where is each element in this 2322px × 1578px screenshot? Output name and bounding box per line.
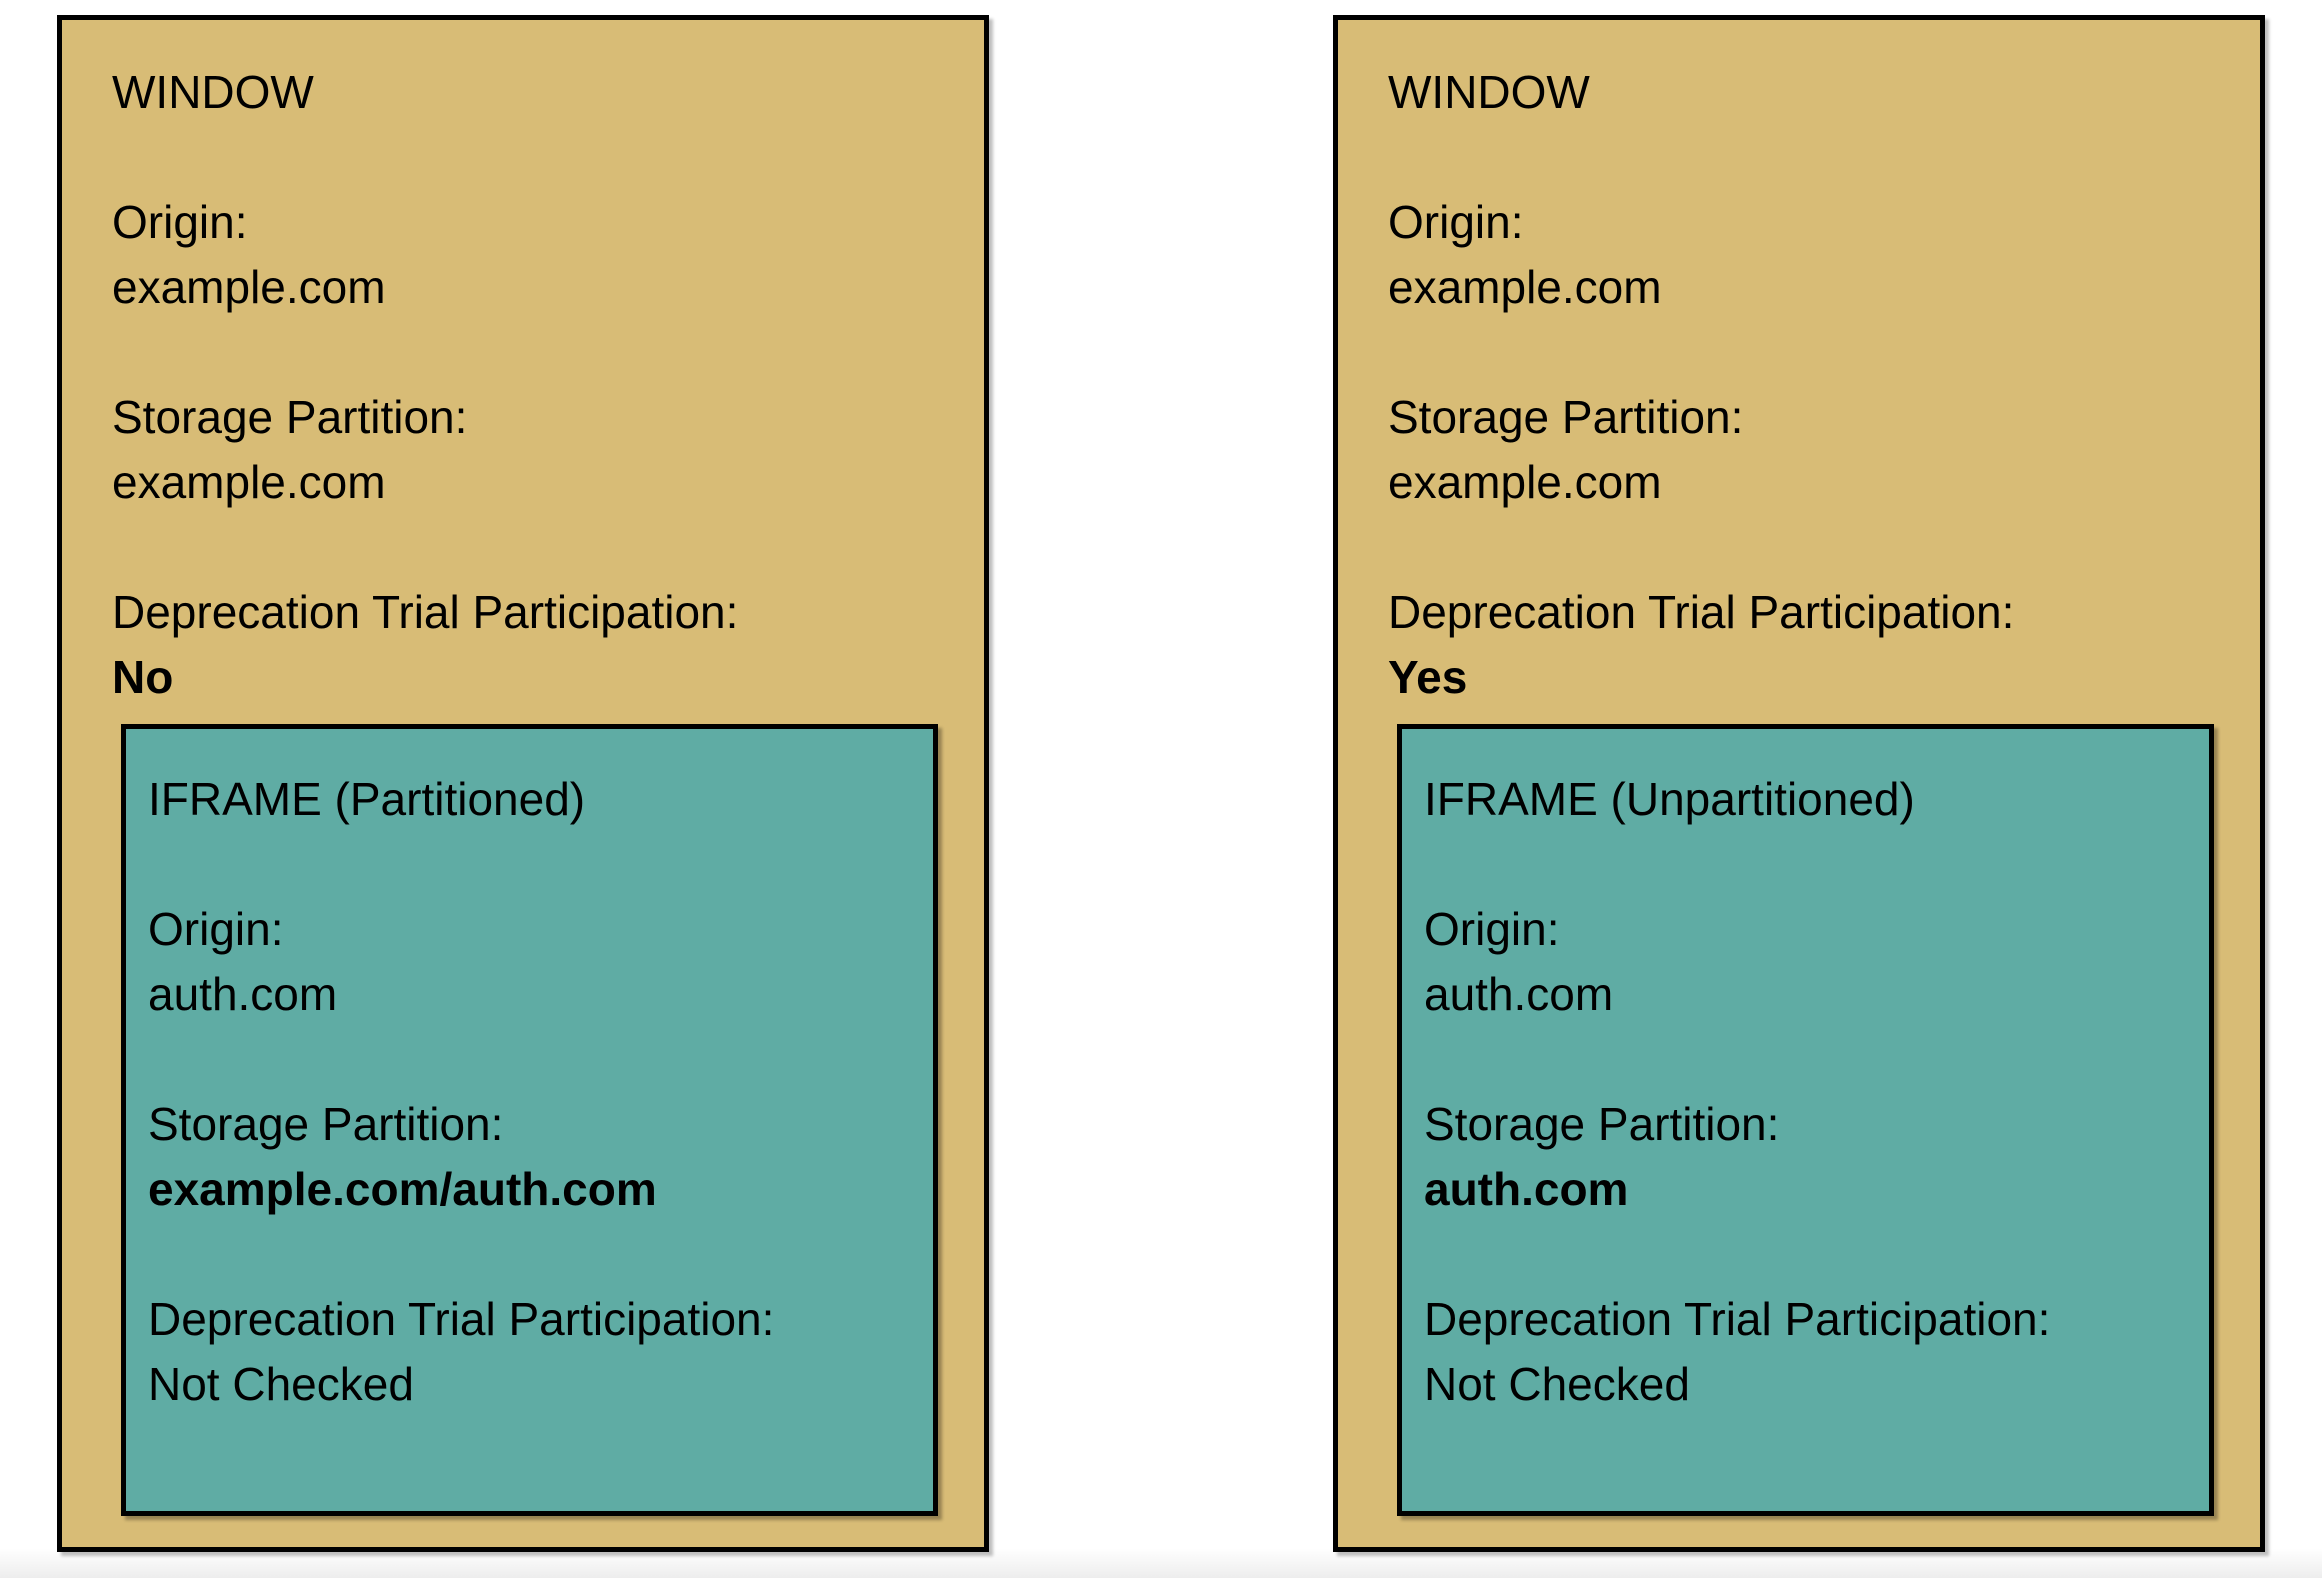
iframe-title: IFRAME (Unpartitioned) [1424,773,1915,825]
storage-partition-section: Storage Partition: example.com [1388,385,2224,515]
origin-section: Origin: example.com [112,190,948,320]
trial-participation-section: Deprecation Trial Participation: No [112,580,948,710]
storage-partition-label: Storage Partition: [112,391,468,443]
origin-label: Origin: [112,196,248,248]
iframe-origin-label: Origin: [148,903,284,955]
iframe-origin-section: Origin: auth.com [1424,897,2191,1027]
iframe-trial-participation-label: Deprecation Trial Participation: [1424,1293,2051,1345]
origin-value: example.com [112,261,386,313]
iframe-box-unpartitioned: IFRAME (Unpartitioned) Origin: auth.com … [1397,724,2214,1516]
window-title: WINDOW [112,66,314,118]
trial-participation-label: Deprecation Trial Participation: [1388,586,2015,638]
iframe-box-partitioned: IFRAME (Partitioned) Origin: auth.com St… [121,724,938,1516]
trial-participation-value: No [112,651,174,703]
page-bottom-shadow [0,1548,2322,1578]
storage-partition-section: Storage Partition: example.com [112,385,948,515]
origin-label: Origin: [1388,196,1524,248]
iframe-storage-partition-section: Storage Partition: example.com/auth.com [148,1092,915,1222]
iframe-origin-value: auth.com [1424,968,1614,1020]
iframe-origin-value: auth.com [148,968,338,1020]
origin-value: example.com [1388,261,1662,313]
iframe-storage-partition-value: auth.com [1424,1163,1629,1215]
window-title: WINDOW [1388,66,1590,118]
iframe-trial-participation-section: Deprecation Trial Participation: Not Che… [148,1287,915,1417]
origin-section: Origin: example.com [1388,190,2224,320]
iframe-storage-partition-section: Storage Partition: auth.com [1424,1092,2191,1222]
storage-partition-label: Storage Partition: [1388,391,1744,443]
iframe-storage-partition-value: example.com/auth.com [148,1163,657,1215]
trial-participation-value: Yes [1388,651,1468,703]
iframe-storage-partition-label: Storage Partition: [1424,1098,1780,1150]
trial-participation-label: Deprecation Trial Participation: [112,586,739,638]
iframe-origin-section: Origin: auth.com [148,897,915,1027]
window-box-left: WINDOW Origin: example.com Storage Parti… [57,15,989,1552]
storage-partition-value: example.com [112,456,386,508]
storage-partition-value: example.com [1388,456,1662,508]
iframe-storage-partition-label: Storage Partition: [148,1098,504,1150]
iframe-trial-participation-value: Not Checked [148,1358,414,1410]
iframe-origin-label: Origin: [1424,903,1560,955]
trial-participation-section: Deprecation Trial Participation: Yes [1388,580,2224,710]
iframe-trial-participation-section: Deprecation Trial Participation: Not Che… [1424,1287,2191,1417]
iframe-title: IFRAME (Partitioned) [148,773,586,825]
iframe-trial-participation-value: Not Checked [1424,1358,1690,1410]
iframe-trial-participation-label: Deprecation Trial Participation: [148,1293,775,1345]
window-box-right: WINDOW Origin: example.com Storage Parti… [1333,15,2265,1552]
